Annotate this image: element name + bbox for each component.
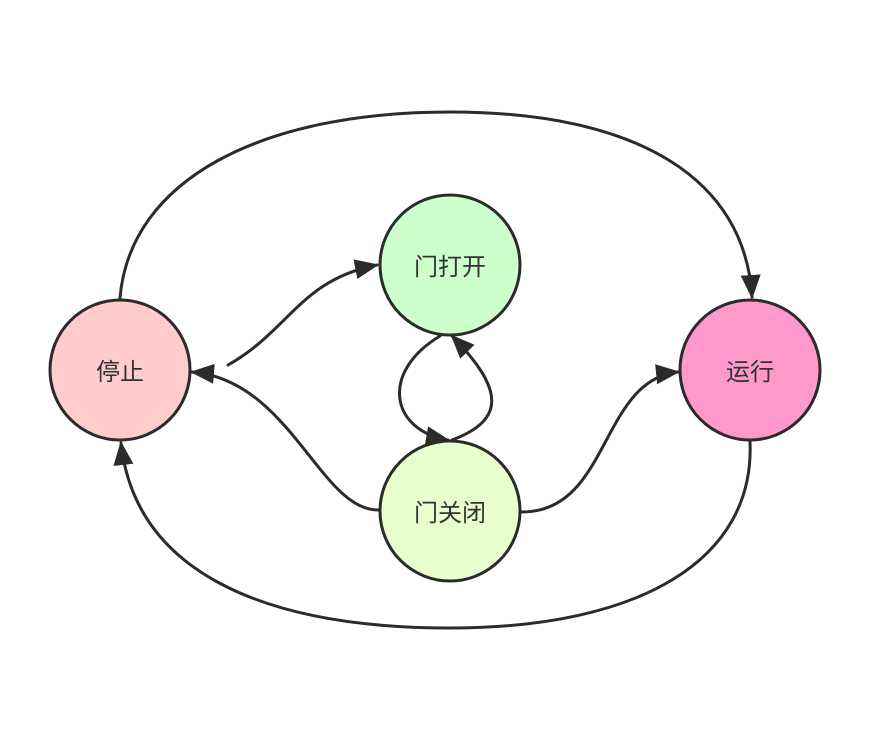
node-door-open-label: 门打开 — [414, 253, 486, 281]
edge-door-open-to-stop — [190, 363, 380, 512]
node-running-label: 运行 — [726, 358, 774, 386]
node-stop[interactable]: 停止 — [48, 298, 192, 442]
node-door-closed[interactable]: 门关闭 — [378, 439, 522, 583]
node-door-open-circle — [378, 193, 522, 337]
edge-door-closed-to-running — [520, 364, 680, 514]
node-running-circle — [678, 298, 822, 442]
edge-stop-to-running — [118, 110, 761, 300]
node-stop-label: 停止 — [96, 358, 144, 386]
node-door-open[interactable]: 门打开 — [378, 193, 522, 337]
edge-stop-to-door-open — [226, 259, 379, 367]
node-door-closed-circle — [378, 439, 522, 583]
node-door-closed-label: 门关闭 — [414, 499, 486, 527]
edge-running-to-stop — [113, 440, 752, 630]
node-running[interactable]: 运行 — [678, 298, 822, 442]
edge-door-open-to-door-closed — [398, 334, 450, 447]
edge-door-closed-to-door-open — [450, 334, 494, 442]
node-stop-circle — [48, 298, 192, 442]
